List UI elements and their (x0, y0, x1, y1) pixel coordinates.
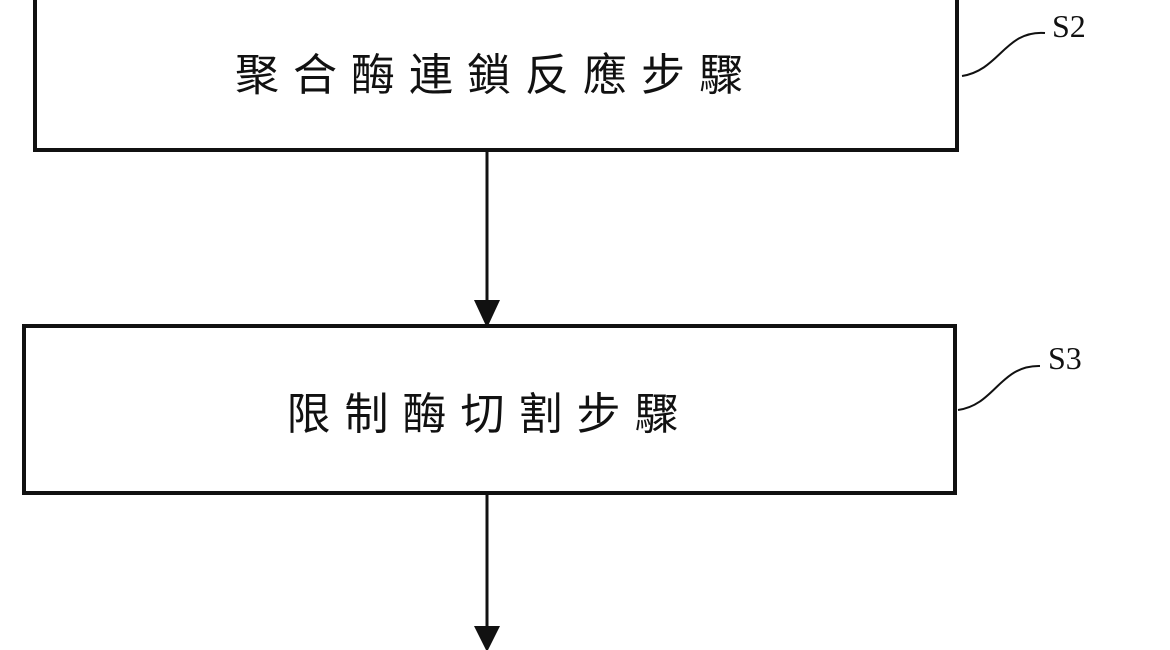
leader-s2 (961, 31, 1046, 77)
step-text-s2: 聚合酶連鎖反應步驟 (235, 50, 757, 101)
arrowhead-s3 (474, 300, 500, 328)
step-text-s3: 限制酶切割步驟 (286, 388, 693, 440)
arrowhead-next (474, 626, 500, 650)
step-box-s3: 限制酶切割步驟 (22, 324, 957, 495)
step-label-s3: S3 (1048, 340, 1082, 376)
step-label-s2: S2 (1052, 8, 1086, 44)
step-box-s2: 聚合酶連鎖反應步驟 (33, 0, 959, 152)
leader-s3 (957, 364, 1041, 411)
